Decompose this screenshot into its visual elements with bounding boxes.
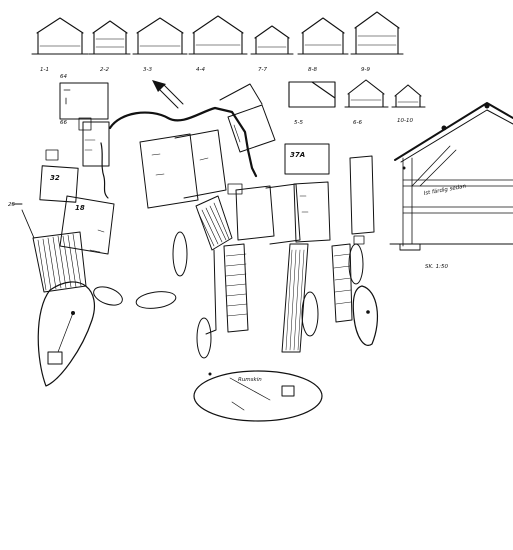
section-4-4: 4-4 [188, 15, 248, 73]
direction-arrow [152, 80, 184, 109]
boat [348, 243, 364, 285]
building: 32 [39, 149, 79, 203]
section-label: 9-9 [361, 67, 370, 73]
section-label: 7-7 [258, 67, 267, 73]
boats: Rumskin [37, 231, 379, 422]
section-3-3: 3-3 [132, 17, 188, 73]
section-6-6: 6-6 [344, 79, 389, 126]
building: 37A [284, 143, 330, 175]
section-label: 3-3 [143, 67, 152, 73]
plan-label: 18 [75, 204, 85, 212]
section-label: 5-5 [294, 120, 303, 126]
boat-large: Rumskin [193, 370, 323, 422]
jetty-right [331, 243, 353, 323]
boat [196, 317, 212, 359]
jetties: 25 [8, 195, 353, 353]
building [219, 83, 276, 153]
building: 64 66 [59, 74, 109, 126]
section-label: 2-2 [100, 67, 109, 73]
plan-label: 37A [290, 151, 305, 159]
building: 18 [59, 195, 115, 255]
plan-label: 64 [60, 74, 67, 80]
boat-label: Rumskin [238, 377, 262, 383]
jetty-left: 25 [8, 202, 87, 293]
boat [37, 281, 95, 387]
section-label: 10-10 [397, 118, 413, 124]
detail-note: Ist färdig sedan [423, 184, 467, 197]
jetty-center-right [281, 243, 309, 353]
section-10-10: 10-10 [391, 84, 426, 124]
section-label: 4-4 [196, 67, 205, 73]
plan-label: 25 [8, 202, 15, 208]
building [293, 181, 331, 243]
plan-label: 66 [60, 120, 67, 126]
plan-label: 32 [50, 174, 60, 182]
section-5-5: 5-5 [288, 81, 336, 126]
boat [301, 291, 319, 337]
building [139, 129, 227, 209]
boat [172, 231, 188, 277]
section-2-2: 2-2 [88, 20, 131, 73]
boat [135, 291, 177, 309]
section-1-1: 1-1 [31, 17, 89, 73]
section-label: 6-6 [353, 120, 362, 126]
building [349, 155, 375, 245]
section-detail: Ist färdig sedan SK. 1:50 [389, 102, 513, 270]
section-label: 8-8 [308, 67, 317, 73]
section-label: 1-1 [40, 67, 49, 73]
section-9-9: 9-9 [350, 11, 404, 73]
building [78, 117, 110, 167]
shoreline [100, 106, 258, 199]
sections-row: 1-1 2-2 3-3 4-4 7-7 8-8 [31, 11, 426, 126]
building [227, 183, 301, 245]
section-7-7: 7-7 [250, 25, 294, 73]
detail-scale: SK. 1:50 [425, 264, 448, 270]
boat [93, 286, 123, 306]
jetty-center-left [195, 195, 233, 335]
boat [352, 285, 379, 346]
jetty-center [223, 243, 249, 333]
section-8-8: 8-8 [297, 17, 349, 73]
building-footprints: 64 66 32 18 [39, 74, 375, 255]
